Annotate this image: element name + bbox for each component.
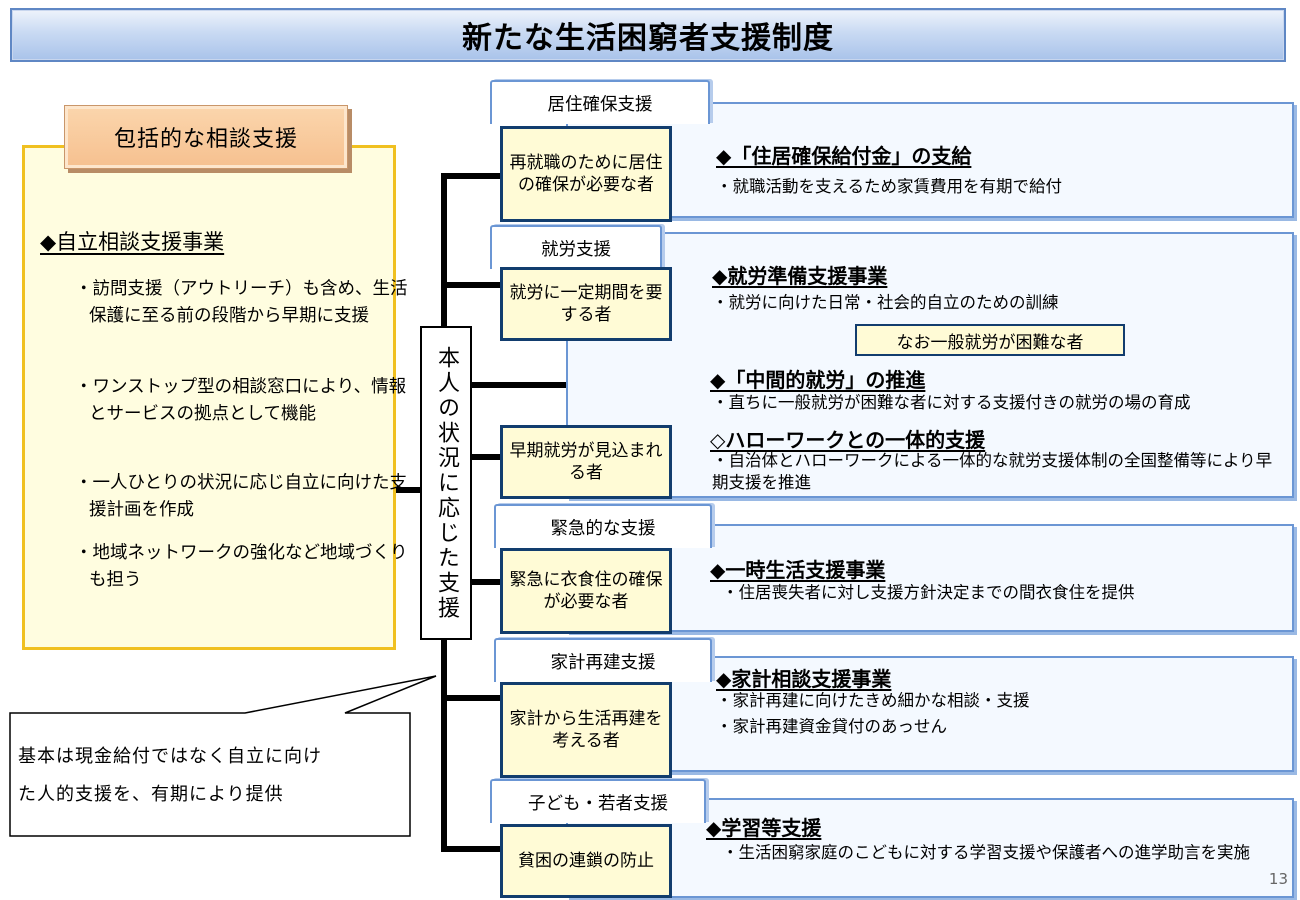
tab-housing: 居住確保支援	[490, 80, 710, 124]
comprehensive-consultation-panel: ・訪問支援（アウトリーチ）も含め、生活保護に至る前の段階から早期に支援 ・ワンス…	[22, 145, 408, 650]
desc-hellowork: ・自治体とハローワークによる一体的な就労支援体制の全国整備等により早期支援を推進	[712, 451, 1273, 492]
desc-children: ・生活困窮家庭のこどもに対する学習支援や保護者への進学助言を実施	[722, 843, 1250, 862]
target-housing: 再就職のために居住の確保が必要な者	[500, 126, 672, 222]
desc-emergency: ・住居喪失者に対し支援方針決定までの間衣食住を提供	[722, 583, 1135, 602]
page-title: 新たな生活困窮者支援制度	[462, 21, 834, 56]
target-household: 家計から生活再建を考える者	[500, 682, 672, 778]
desc-employment: ・就労に向けた日常・社会的自立のための訓練	[712, 293, 1059, 312]
desc-intermediate-employment: ・直ちに一般就労が困難な者に対する支援付きの就労の場の育成	[712, 393, 1191, 412]
callout-line-1: 基本は現金給付ではなく自立に向け	[18, 746, 322, 767]
left-item-2: ・ワンストップ型の相談窓口により、情報とサービスの拠点として機能	[75, 377, 407, 424]
desc-housing: ・就職活動を支えるため家賃費用を有期で給付	[716, 177, 1063, 196]
left-panel-subtitle: ◆自立相談支援事業	[40, 230, 225, 254]
page-number: 13	[1268, 870, 1288, 888]
note-general-employment-difficult: なお一般就労が困難な者	[855, 324, 1125, 356]
target-early-employment: 早期就労が見込まれる者	[500, 425, 672, 499]
heading-children: ◆学習等支援	[706, 816, 822, 840]
callout-line-2: た人的支援を、有期により提供	[18, 784, 284, 805]
callout-text: 基本は現金給付ではなく自立に向け た人的支援を、有期により提供	[18, 738, 398, 818]
left-item-3: ・一人ひとりの状況に応じ自立に向けた支援計画を作成	[75, 473, 407, 520]
heading-emergency: ◆一時生活支援事業	[710, 558, 886, 582]
desc-household-2: ・家計再建資金貸付のあっせん	[716, 717, 947, 736]
tab-employment: 就労支援	[490, 225, 662, 269]
center-label-box: 本人の状況に応じた支援	[420, 326, 472, 640]
center-label: 本人の状況に応じた支援	[434, 345, 459, 621]
heading-intermediate-employment: ◆「中間的就労」の推進	[710, 368, 926, 392]
target-children: 貧困の連鎖の防止	[500, 824, 672, 898]
heading-household: ◆家計相談支援事業	[716, 667, 892, 691]
tab-household: 家計再建支援	[494, 638, 712, 682]
tab-emergency: 緊急的な支援	[494, 504, 712, 548]
heading-employment: ◆就労準備支援事業	[712, 264, 888, 288]
target-emergency: 緊急に衣食住の確保が必要な者	[500, 548, 672, 634]
section-housing	[566, 102, 1294, 218]
target-employment: 就労に一定期間を要する者	[500, 267, 672, 341]
title-bar: 新たな生活困窮者支援制度	[10, 8, 1286, 62]
left-item-1: ・訪問支援（アウトリーチ）も含め、生活保護に至る前の段階から早期に支援	[75, 279, 408, 326]
heading-housing: ◆「住居確保給付金」の支給	[716, 144, 972, 168]
section-employment	[566, 232, 1294, 498]
tab-children: 子ども・若者支援	[490, 779, 706, 823]
heading-hellowork: ◇ハローワークとの一体的支援	[710, 428, 986, 452]
left-panel-heading: 包括的な相談支援	[64, 105, 348, 169]
desc-household-1: ・家計再建に向けたきめ細かな相談・支援	[716, 691, 1030, 710]
left-item-4: ・地域ネットワークの強化など地域づくりも担う	[75, 543, 408, 590]
